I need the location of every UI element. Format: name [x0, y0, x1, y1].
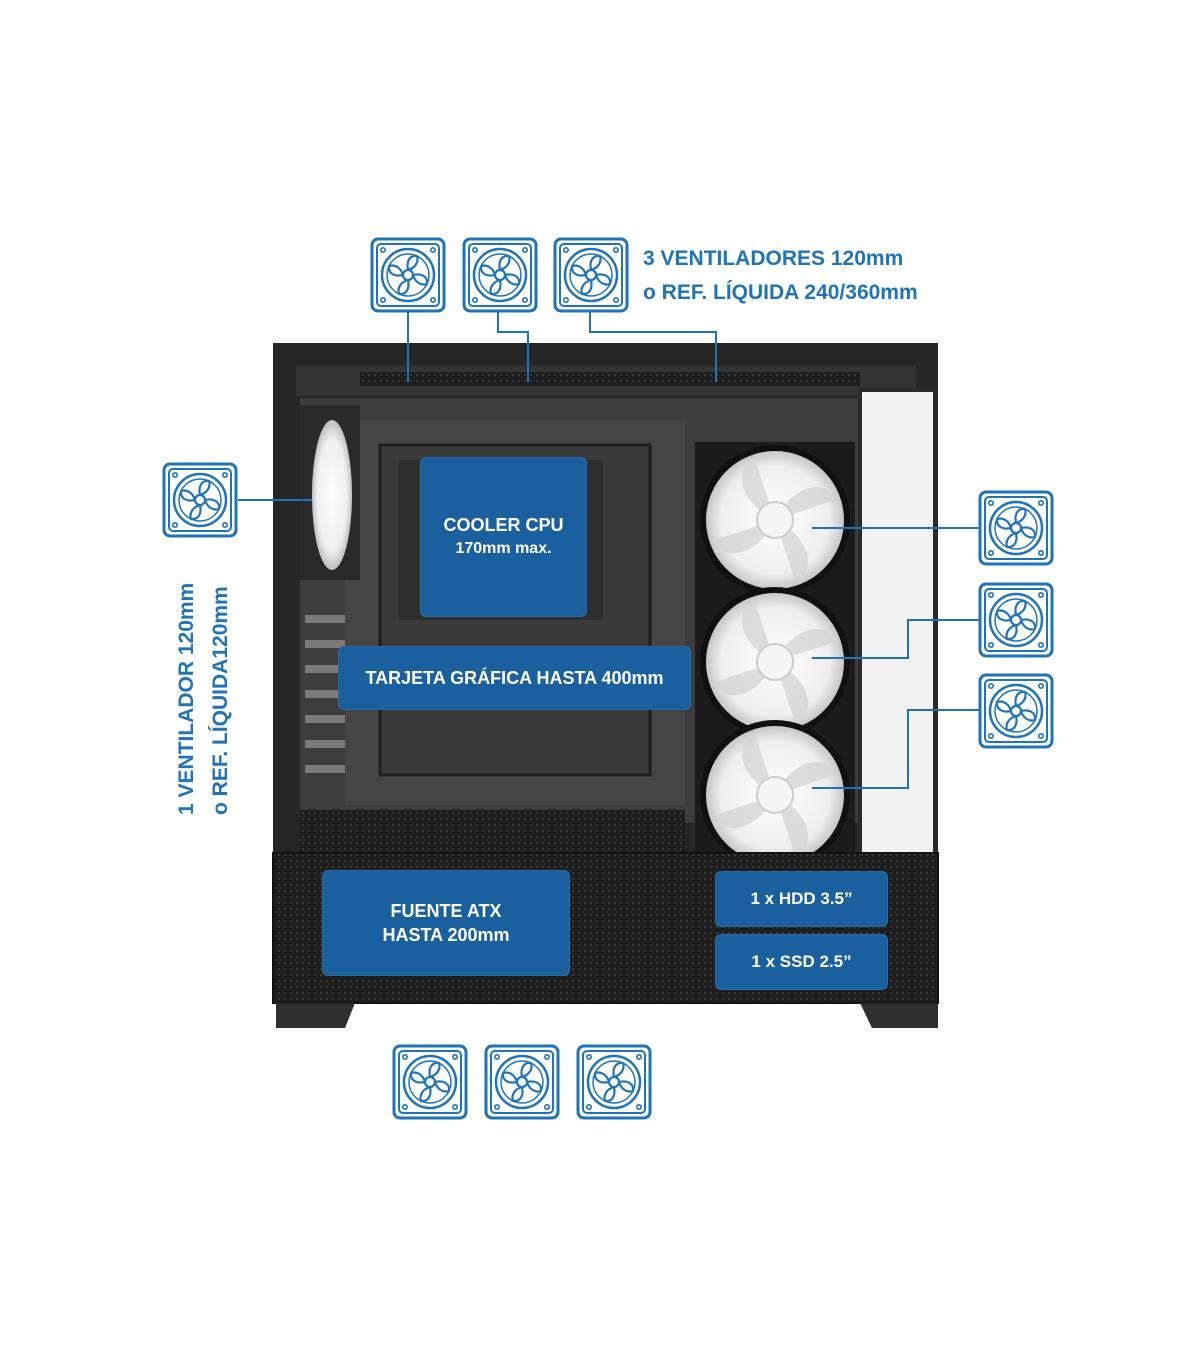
top-fans-caption-line2: o REF. LÍQUIDA 240/360mm [643, 281, 918, 304]
hdd-label: 1 x HDD 3.5” [715, 871, 888, 927]
fan-icon [978, 582, 1054, 658]
psu-label: FUENTE ATX HASTA 200mm [322, 870, 570, 976]
hdd-label-text: 1 x HDD 3.5” [750, 889, 853, 908]
cpu-cooler-label-line2: 170mm max. [455, 540, 552, 557]
psu-label-line1: FUENTE ATX [390, 901, 502, 921]
top-fans-caption-line1: 3 VENTILADORES 120mm [643, 247, 904, 270]
cpu-cooler-label-line1: COOLER CPU [443, 515, 564, 535]
fan-icon [370, 237, 446, 313]
fan-icon [576, 1044, 652, 1120]
fan-icon [162, 462, 238, 538]
fan-icon [978, 673, 1054, 749]
ssd-label-text: 1 x SSD 2.5” [751, 952, 852, 971]
case-frame [273, 343, 938, 857]
fan-icon [978, 490, 1054, 566]
front-fans [700, 445, 850, 870]
rear-fan-caption-line1: 1 VENTILADOR 120mm [175, 582, 198, 815]
gpu-label-text: TARJETA GRÁFICA HASTA 400mm [365, 668, 664, 688]
fan-icon [392, 1044, 468, 1120]
cpu-cooler-label: COOLER CPU 170mm max. [420, 457, 587, 617]
top-fans-caption: 3 VENTILADORES 120mm o REF. LÍQUIDA 240/… [643, 242, 918, 310]
ssd-label: 1 x SSD 2.5” [715, 934, 888, 990]
gpu-label: TARJETA GRÁFICA HASTA 400mm [338, 646, 691, 710]
rear-fan-caption-line2: o REF. LÍQUIDA120mm [209, 586, 232, 815]
fan-icon [484, 1044, 560, 1120]
fan-icon [553, 237, 629, 313]
psu-label-line2: HASTA 200mm [382, 925, 510, 945]
fan-icon [462, 237, 538, 313]
rear-fan-caption: 1 VENTILADOR 120mm o REF. LÍQUIDA120mm [170, 583, 238, 815]
